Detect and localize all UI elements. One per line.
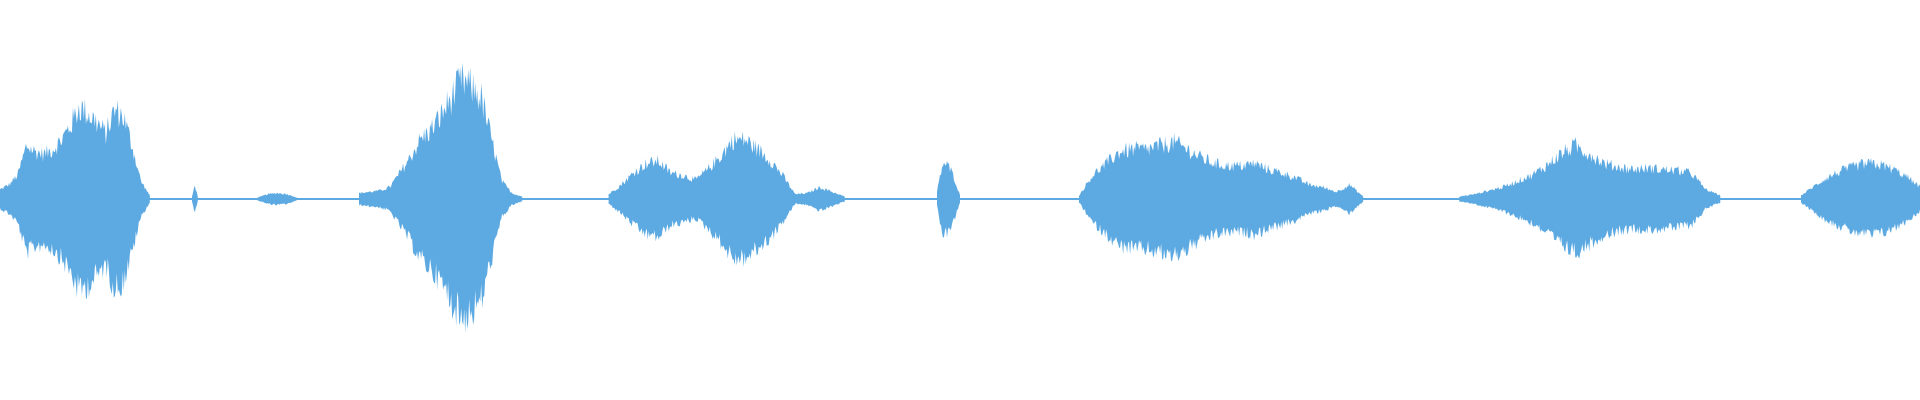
waveform-segment-8 xyxy=(1801,157,1920,238)
waveform-segment-1 xyxy=(192,185,198,212)
waveform-segment-2 xyxy=(257,192,298,206)
waveform-segment-5 xyxy=(937,161,960,238)
waveform-segment-7 xyxy=(1459,137,1721,259)
waveform-segment-6 xyxy=(1079,132,1364,262)
waveform-segments xyxy=(0,62,1920,333)
waveform-segment-4 xyxy=(608,131,845,268)
waveform-segment-0 xyxy=(0,98,150,300)
waveform-segment-3 xyxy=(359,62,523,333)
